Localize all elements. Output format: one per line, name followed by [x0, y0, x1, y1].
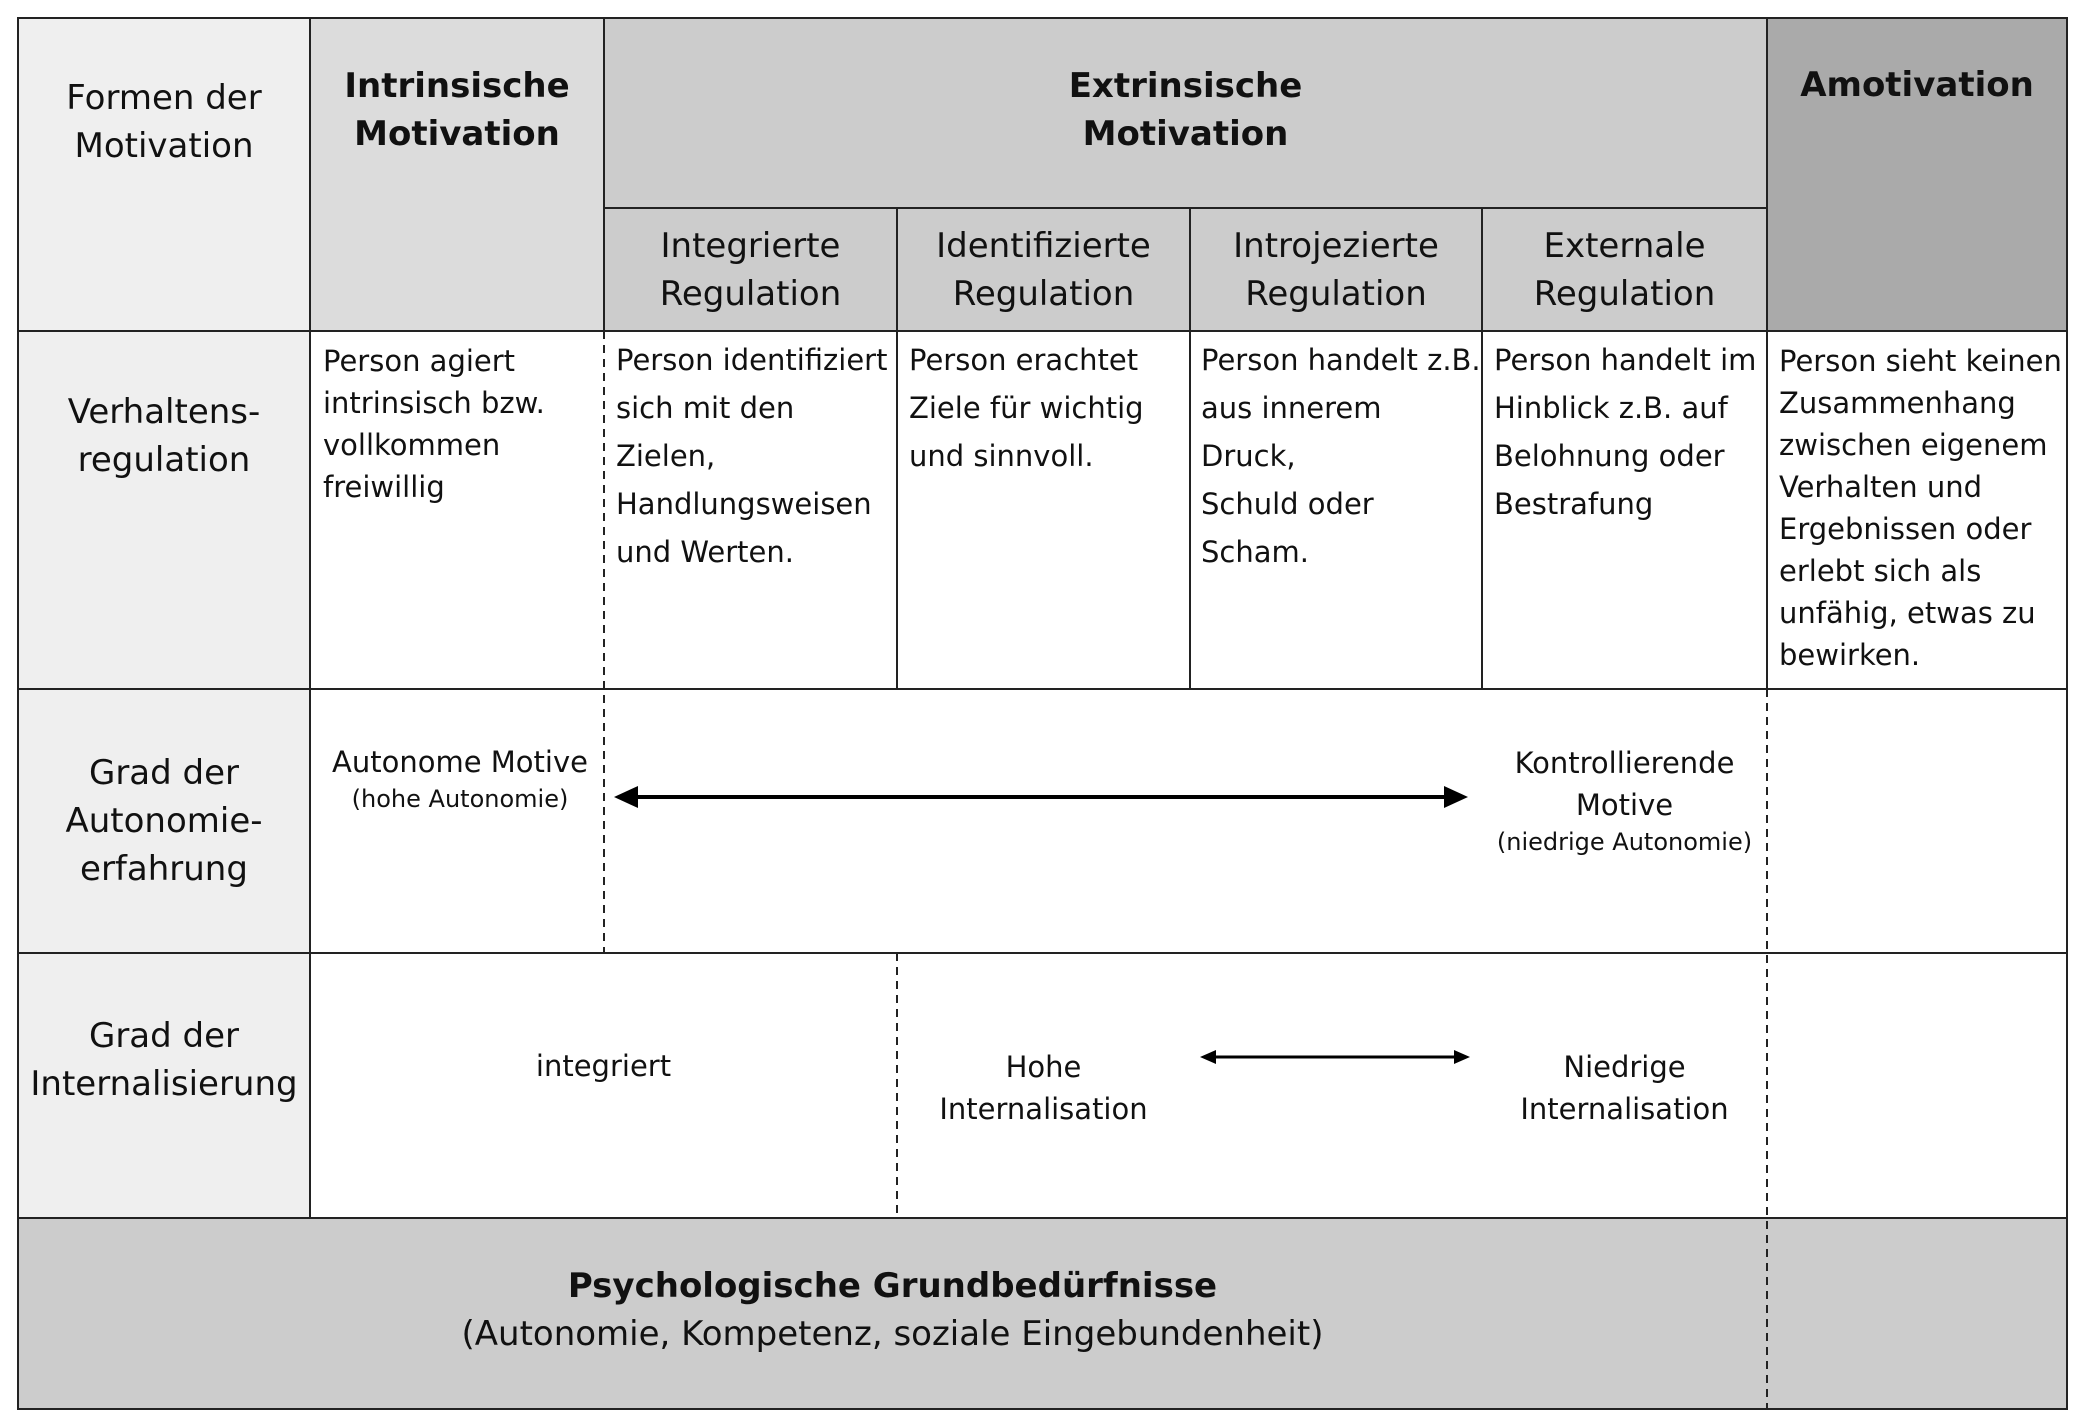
autonomy-left-title: Autonome Motive — [332, 745, 588, 779]
regulation-intrinsic-text: Person agiert intrinsisch bzw. vollkomme… — [323, 344, 545, 504]
autonomy-left-note: (hohe Autonomie) — [351, 785, 569, 813]
internalization-integrated: integriert — [535, 1049, 672, 1083]
autonomy-right-note: (niedrige Autonomie) — [1496, 828, 1753, 856]
autonomy-right-title: Kontrollierende Motive — [1514, 746, 1735, 822]
row-header-internalization: Grad der Internalisierung — [30, 1016, 298, 1104]
column-header-intrinsic: Intrinsische Motivation — [344, 66, 570, 154]
internalization-arrow — [1200, 1050, 1470, 1064]
regulation-amotivation-text: Person sieht keinen Zusammenhang zwische… — [1779, 344, 2062, 672]
row-header-autonomy: Grad der Autonomie- erfahrung — [65, 753, 263, 889]
internalization-low: Niedrige Internalisation — [1520, 1050, 1729, 1126]
regulation-integrated-text: Person identifiziert sich mit den Zielen… — [616, 343, 888, 569]
regulation-introjected-text: Person handelt z.B. aus innerem Druck, S… — [1201, 343, 1481, 569]
footer-title: Psychologische Grundbedürfnisse — [567, 1266, 1218, 1306]
subheader-introjected: Introjezierte Regulation — [1233, 226, 1439, 314]
column-header-amotivation: Amotivation — [1800, 65, 2034, 105]
subheader-integrated: Integrierte Regulation — [659, 226, 842, 314]
regulation-identified-text: Person erachtet Ziele für wichtig und si… — [909, 343, 1144, 473]
internalization-high: Hohe Internalisation — [939, 1050, 1148, 1126]
row-header-regulation: Verhaltens- regulation — [67, 392, 261, 480]
column-header-extrinsic: Extrinsische Motivation — [1068, 66, 1303, 154]
subheader-external: Externale Regulation — [1533, 226, 1716, 314]
autonomy-arrow — [614, 786, 1468, 808]
footer-subtitle: (Autonomie, Kompetenz, soziale Eingebund… — [461, 1314, 1324, 1354]
regulation-external-text: Person handelt im Hinblick z.B. auf Belo… — [1494, 343, 1757, 521]
row-header-forms: Formen der Motivation — [66, 78, 262, 166]
subheader-identified: Identifizierte Regulation — [936, 226, 1151, 314]
